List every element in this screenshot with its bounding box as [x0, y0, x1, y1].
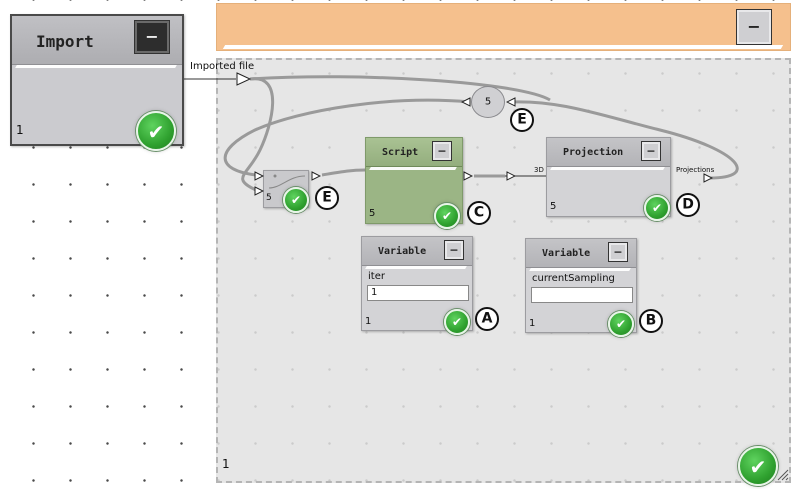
- wire-counter-to-small-node: [223, 98, 471, 177]
- variable-node-b[interactable]: Variable − currentSampling 1: [525, 238, 637, 333]
- badge-e-top: E: [510, 108, 534, 132]
- wire-import-loop: [249, 75, 551, 102]
- resize-handle-icon[interactable]: [777, 469, 789, 481]
- variable-b-count: 1: [529, 318, 536, 329]
- imported-file-label: Imported file: [190, 61, 255, 72]
- badge-d: D: [676, 193, 700, 217]
- projection-input-port-icon[interactable]: [506, 171, 516, 181]
- variable-a-title: Variable: [378, 246, 427, 257]
- loop-counter-value: 5: [484, 96, 492, 108]
- projection-node-title: Projection: [563, 147, 624, 158]
- badge-e-bottom: E: [315, 186, 339, 210]
- badge-b: B: [639, 309, 663, 333]
- group-body[interactable]: [216, 58, 791, 483]
- import-status-check-icon: ✔: [136, 111, 176, 151]
- badge-a: A: [475, 307, 499, 331]
- variable-a-status-check-icon: ✔: [444, 309, 470, 335]
- small-node-input-port-icon[interactable]: [254, 186, 264, 196]
- group-header[interactable]: [216, 3, 791, 51]
- projection-input-label: 3D: [534, 166, 544, 174]
- small-node-input-port-icon[interactable]: [254, 171, 264, 181]
- group-count: 1: [222, 457, 230, 471]
- script-output-port-icon[interactable]: [463, 171, 473, 181]
- script-minimize-button[interactable]: −: [432, 141, 452, 161]
- loop-counter-node[interactable]: 5: [471, 86, 505, 118]
- small-node-output-port-icon[interactable]: [311, 171, 321, 181]
- variable-b-minimize-button[interactable]: −: [608, 242, 628, 262]
- import-node-count: 1: [16, 123, 24, 137]
- loop-input-port-icon[interactable]: [461, 97, 471, 107]
- variable-b-title: Variable: [542, 248, 591, 259]
- variable-a-value-field[interactable]: 1: [367, 285, 469, 301]
- output-port-icon[interactable]: [236, 72, 252, 86]
- loop-output-port-icon[interactable]: [506, 97, 516, 107]
- group-container[interactable]: − 1 ✔: [216, 3, 791, 486]
- projection-node[interactable]: Projection − 5: [546, 137, 671, 217]
- variable-a-minimize-button[interactable]: −: [444, 240, 464, 260]
- import-minimize-button[interactable]: −: [134, 20, 170, 54]
- projection-status-check-icon: ✔: [644, 195, 670, 221]
- import-node-title: Import: [36, 32, 94, 51]
- projection-output-port-icon[interactable]: [703, 173, 713, 183]
- variable-b-value-field[interactable]: [531, 287, 633, 303]
- wire-small-node-to-script: [321, 168, 366, 177]
- variable-b-label: currentSampling: [532, 273, 615, 284]
- script-node-count: 5: [369, 208, 376, 219]
- script-node-title: Script: [382, 147, 419, 158]
- variable-a-label: iter: [368, 271, 385, 282]
- variable-b-status-check-icon: ✔: [608, 311, 634, 337]
- group-status-check-icon: ✔: [738, 446, 778, 486]
- wire-projections-feedback: [509, 100, 739, 180]
- badge-c: C: [467, 201, 491, 225]
- projection-minimize-button[interactable]: −: [641, 141, 661, 161]
- variable-a-count: 1: [365, 316, 372, 327]
- import-node[interactable]: Import − 1 ✔: [10, 14, 184, 151]
- group-minimize-button[interactable]: −: [736, 9, 772, 45]
- small-node-curve-icon: [268, 174, 306, 189]
- minimize-glyph: −: [747, 17, 761, 36]
- small-node-count: 5: [266, 193, 272, 203]
- small-node-status-check-icon: ✔: [283, 187, 309, 213]
- script-status-check-icon: ✔: [434, 203, 460, 229]
- wire-import-to-small-node: [241, 77, 275, 192]
- projection-output-label: Projections: [676, 166, 715, 174]
- projection-node-count: 5: [550, 201, 557, 212]
